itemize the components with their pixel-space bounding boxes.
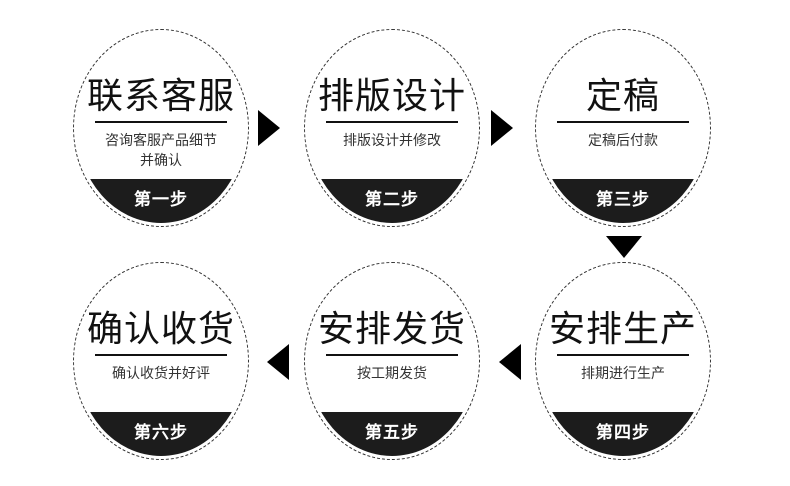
- step-3-finalize: 定稿 定稿后付款 第三步: [535, 29, 711, 227]
- circle-body: 安排发货 按工期发货 第五步: [308, 266, 476, 456]
- step-label: 第四步: [596, 423, 650, 443]
- arrow-down-icon: [606, 236, 642, 258]
- step-title: 排版设计: [317, 76, 466, 117]
- desc-line-2: 并确认: [140, 153, 182, 169]
- step-description: 排期进行生产: [549, 364, 697, 384]
- title-underline: [557, 354, 689, 356]
- step-label: 第三步: [596, 190, 650, 210]
- step-title: 联系客服: [86, 76, 235, 117]
- desc-line-1: 咨询客服产品细节: [105, 133, 217, 149]
- step-label-band: [539, 179, 707, 223]
- step-label: 第一步: [134, 190, 188, 210]
- desc-line-1: 确认收货并好评: [112, 366, 210, 382]
- title-underline: [557, 121, 689, 123]
- title-underline: [326, 121, 458, 123]
- step-label-band: [77, 412, 245, 456]
- step-label-band: [539, 412, 707, 456]
- circle-body: 定稿 定稿后付款 第三步: [539, 33, 707, 223]
- step-label: 第二步: [365, 190, 419, 210]
- arrow-right-icon: [491, 110, 513, 146]
- step-5-ship: 安排发货 按工期发货 第五步: [304, 262, 480, 460]
- step-label-band: [77, 179, 245, 223]
- step-6-confirm-receipt: 确认收货 确认收货并好评 第六步: [73, 262, 249, 460]
- step-description: 定稿后付款: [549, 131, 697, 151]
- step-title: 定稿: [585, 76, 660, 117]
- arrow-right-icon: [258, 110, 280, 146]
- step-2-layout-design: 排版设计 排版设计并修改 第二步: [304, 29, 480, 227]
- circle-body: 确认收货 确认收货并好评 第六步: [77, 266, 245, 456]
- desc-line-1: 定稿后付款: [588, 133, 658, 149]
- circle-body: 联系客服 咨询客服产品细节 并确认 第一步: [77, 33, 245, 223]
- step-title: 安排发货: [317, 309, 466, 350]
- dashed-circle: [535, 29, 711, 227]
- desc-line-1: 排版设计并修改: [343, 133, 441, 149]
- dashed-circle: [304, 262, 480, 460]
- dashed-circle: [73, 262, 249, 460]
- step-label: 第五步: [365, 423, 419, 443]
- title-underline: [326, 354, 458, 356]
- desc-line-1: 按工期发货: [357, 366, 427, 382]
- step-description: 咨询客服产品细节 并确认: [87, 131, 235, 171]
- step-1-contact-service: 联系客服 咨询客服产品细节 并确认 第一步: [73, 29, 249, 227]
- circle-body: 安排生产 排期进行生产 第四步: [539, 266, 707, 456]
- step-label-band: [308, 179, 476, 223]
- step-title: 安排生产: [548, 309, 697, 350]
- step-label: 第六步: [134, 423, 188, 443]
- circle-body: 排版设计 排版设计并修改 第二步: [308, 33, 476, 223]
- step-title: 确认收货: [86, 309, 235, 350]
- step-description: 确认收货并好评: [87, 364, 235, 384]
- step-description: 按工期发货: [318, 364, 466, 384]
- dashed-circle: [535, 262, 711, 460]
- dashed-circle: [73, 29, 249, 227]
- arrow-left-icon: [267, 344, 289, 380]
- title-underline: [95, 354, 227, 356]
- dashed-circle: [304, 29, 480, 227]
- title-underline: [95, 121, 227, 123]
- step-description: 排版设计并修改: [318, 131, 466, 151]
- arrow-left-icon: [499, 344, 521, 380]
- step-label-band: [308, 412, 476, 456]
- desc-line-1: 排期进行生产: [581, 366, 665, 382]
- step-4-production: 安排生产 排期进行生产 第四步: [535, 262, 711, 460]
